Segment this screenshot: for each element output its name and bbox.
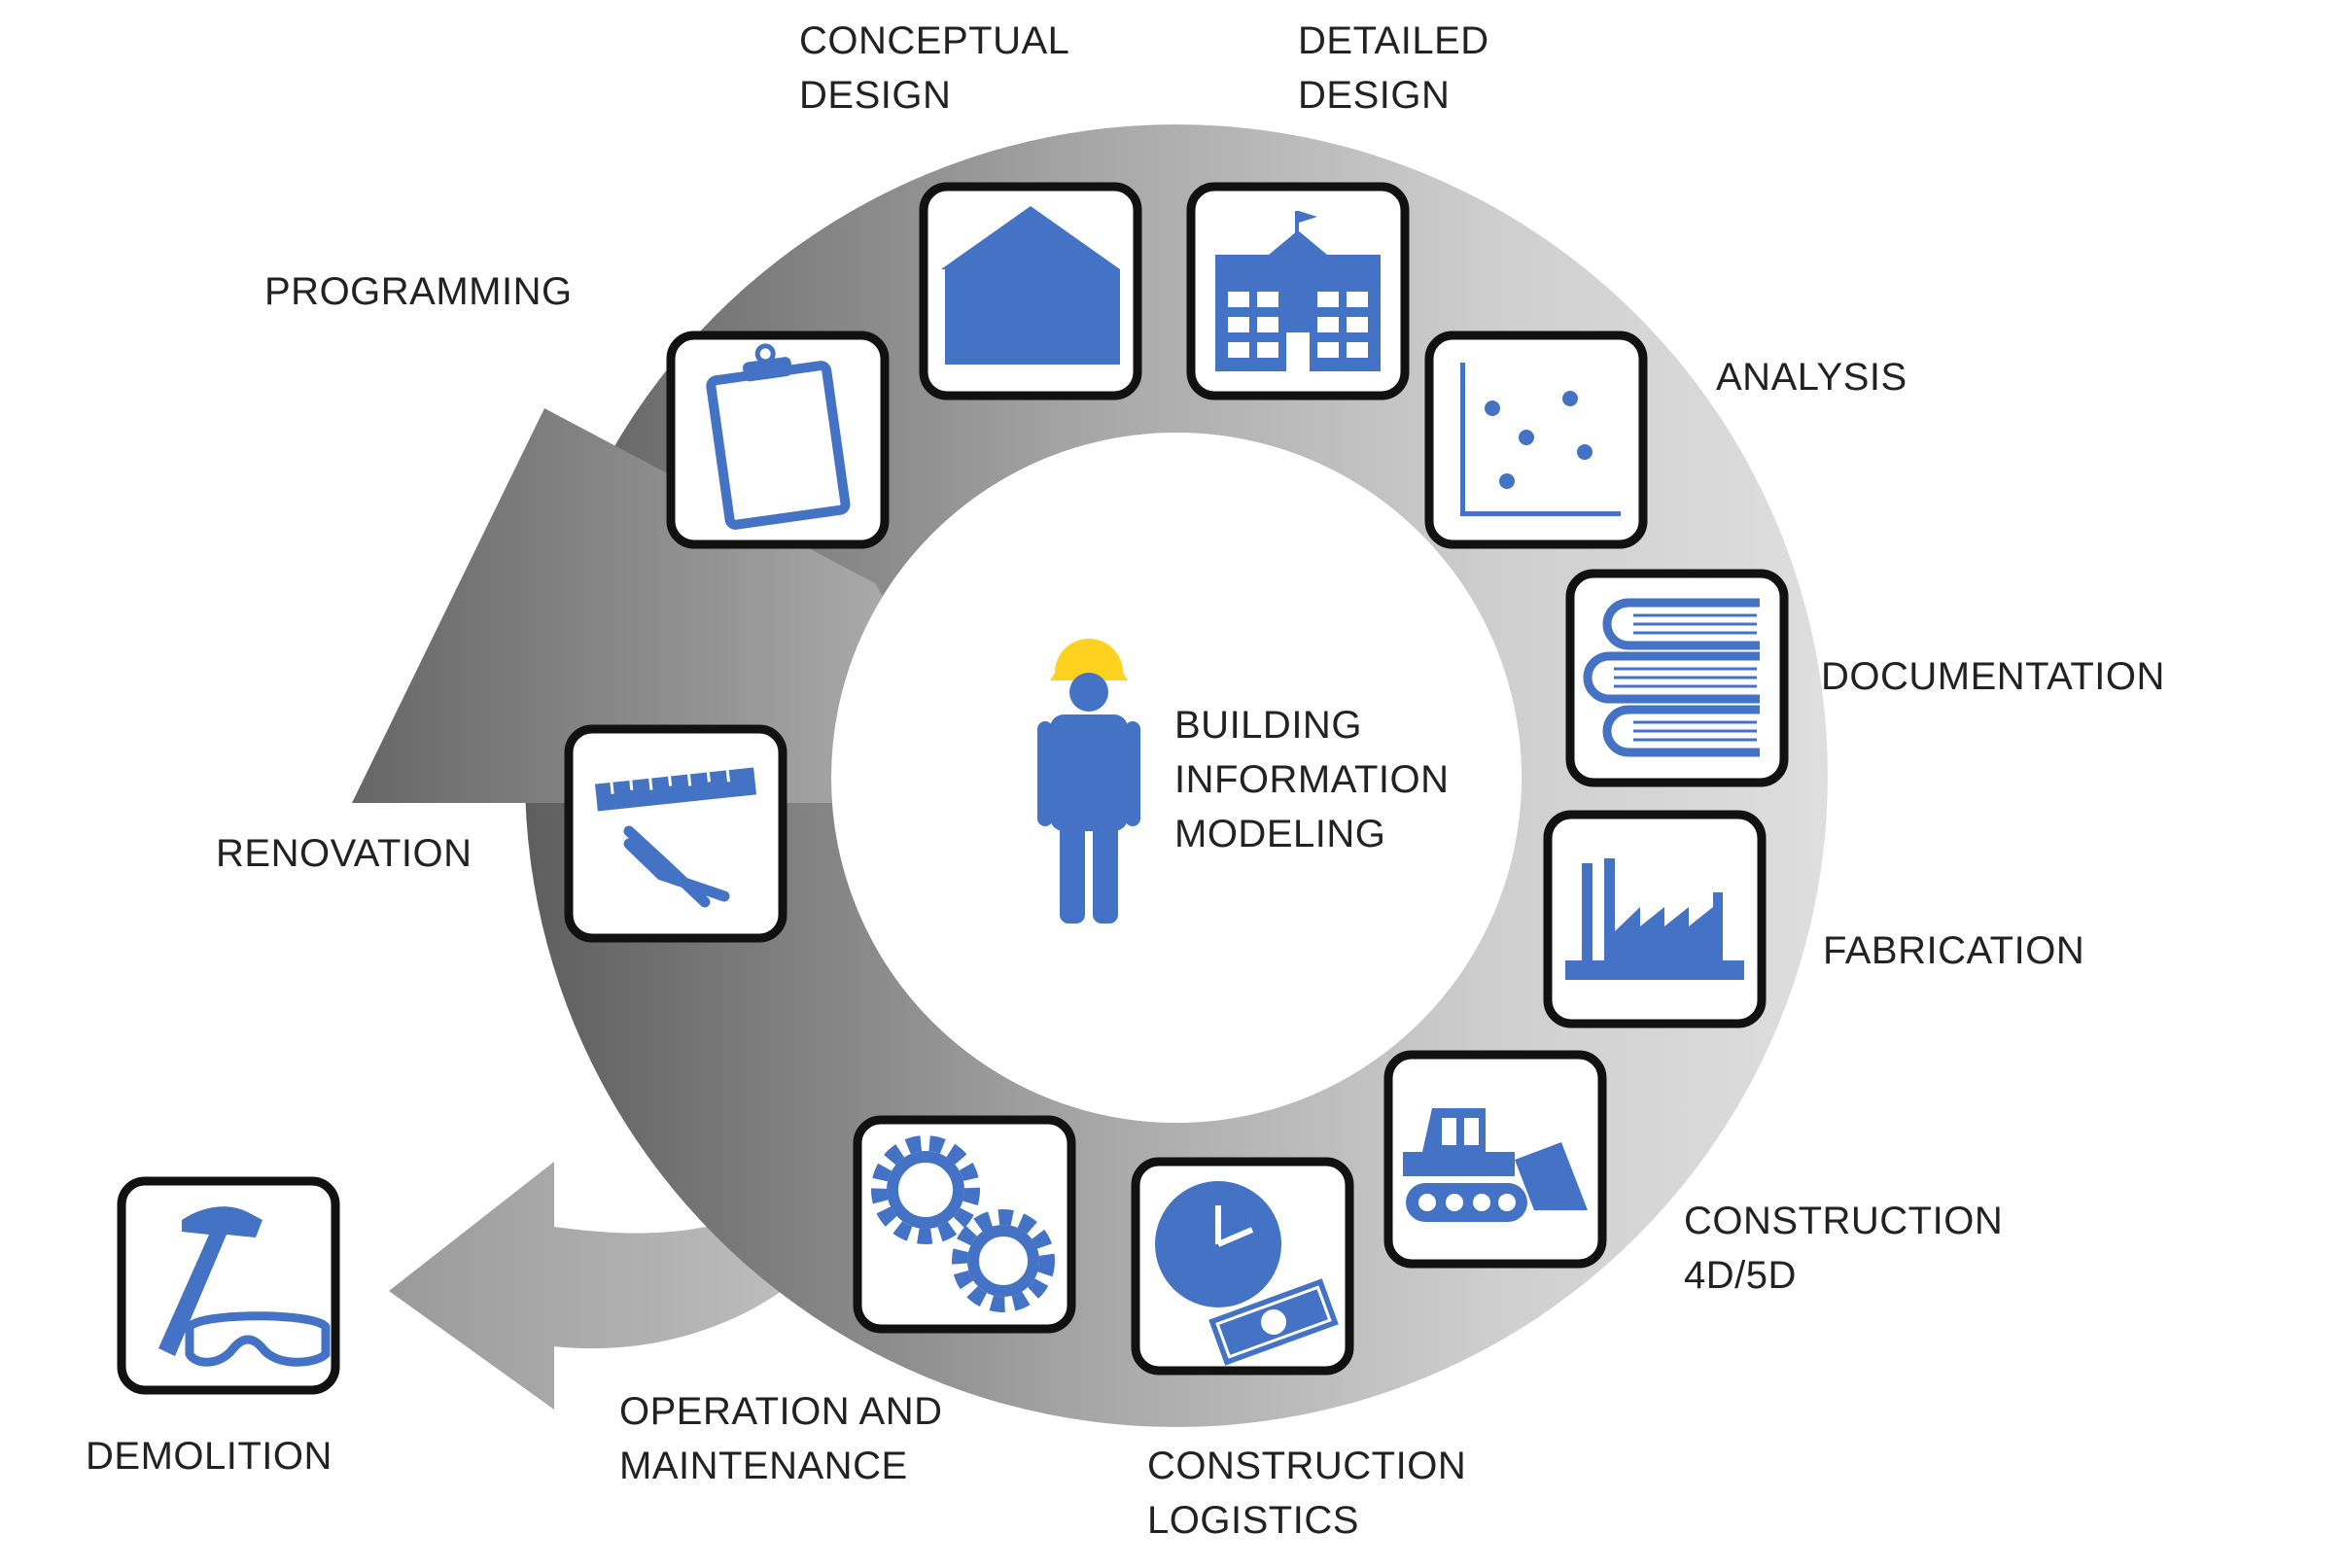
- center-title-line: INFORMATION: [1174, 758, 1450, 801]
- label-line: ANALYSIS: [1716, 356, 1908, 399]
- tile-conceptual-design: [919, 182, 1142, 401]
- label-line: CONCEPTUAL: [799, 19, 1070, 62]
- house-icon: [941, 206, 1120, 365]
- label-line: DEMOLITION: [86, 1435, 332, 1478]
- tile-analysis: [1424, 331, 1648, 549]
- worker-hardhat-icon: [1037, 639, 1140, 923]
- label-line: PROGRAMMING: [264, 270, 573, 313]
- ruler-pliers-icon: [594, 767, 757, 908]
- center-disk: [831, 433, 1522, 1123]
- tile-programming: [666, 331, 890, 549]
- hammer-goggles-icon: [158, 1206, 331, 1367]
- label-programming: PROGRAMMING: [264, 264, 573, 319]
- bulldozer-icon: [1403, 1108, 1588, 1222]
- label-line: OPERATION AND: [619, 1390, 943, 1433]
- books-icon: [1583, 598, 1760, 757]
- label-line: CONSTRUCTION: [1147, 1445, 1467, 1487]
- label-line: CONSTRUCTION: [1684, 1200, 2004, 1242]
- tile-construction-4d5d: [1383, 1050, 1607, 1269]
- label-analysis: ANALYSIS: [1716, 350, 1908, 404]
- tile-renovation: [564, 724, 788, 943]
- label-line: MAINTENANCE: [619, 1445, 908, 1487]
- label-detailed-design: DETAILED DESIGN: [1298, 14, 1489, 122]
- label-line: DOCUMENTATION: [1821, 655, 2165, 698]
- label-demolition: DEMOLITION: [86, 1429, 332, 1483]
- label-fabrication: FABRICATION: [1823, 923, 2084, 978]
- label-operation-maintenance: OPERATION AND MAINTENANCE: [619, 1384, 942, 1493]
- label-line: 4D/5D: [1684, 1254, 1797, 1297]
- center-title-line: BUILDING: [1174, 704, 1362, 747]
- lifecycle-arrowhead: [352, 408, 1001, 803]
- label-construction-4d5d: CONSTRUCTION 4D/5D: [1684, 1194, 2003, 1303]
- label-line: RENOVATION: [216, 832, 472, 875]
- tile-documentation: [1565, 569, 1789, 787]
- demolition-arrow: [389, 1162, 792, 1410]
- gears-icon: [871, 1135, 1055, 1312]
- tile-demolition: [117, 1176, 340, 1395]
- factory-icon: [1565, 858, 1744, 980]
- tile-detailed-design: [1186, 182, 1410, 401]
- center-title: BUILDING INFORMATION MODELING: [1174, 698, 1450, 861]
- tile-construction-logistics: [1131, 1157, 1354, 1376]
- label-line: LOGISTICS: [1147, 1499, 1359, 1542]
- center-title-line: MODELING: [1174, 813, 1386, 855]
- scatter-plot-icon: [1460, 363, 1621, 516]
- tile-fabrication: [1543, 810, 1767, 1028]
- label-documentation: DOCUMENTATION: [1821, 649, 2165, 704]
- label-conceptual-design: CONCEPTUAL DESIGN: [799, 14, 1069, 122]
- label-line: DESIGN: [799, 74, 952, 117]
- clipboard-icon: [706, 343, 851, 530]
- label-line: DETAILED: [1298, 19, 1489, 62]
- tile-operation-maintenance: [853, 1115, 1076, 1334]
- clock-money-icon: [1155, 1181, 1339, 1366]
- label-construction-logistics: CONSTRUCTION LOGISTICS: [1147, 1439, 1466, 1548]
- label-line: FABRICATION: [1823, 929, 2085, 972]
- label-renovation: RENOVATION: [216, 826, 472, 881]
- label-line: DESIGN: [1298, 74, 1451, 117]
